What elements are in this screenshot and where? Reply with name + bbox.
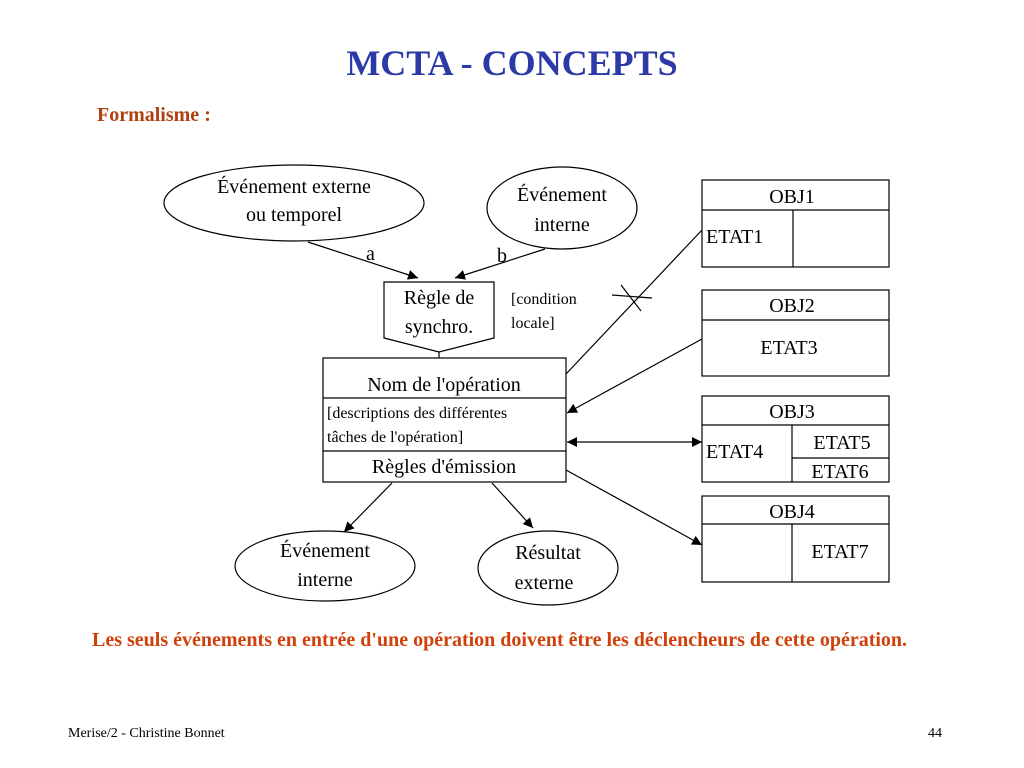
arrow-a [307,241,419,280]
arrow-to-event-internal [343,482,393,533]
event-internal-bottom-node: Événement interne [234,530,416,602]
event-external-line1: Événement externe [217,175,371,198]
arrow-to-result-external [491,482,534,529]
subtitle: Formalisme : [97,104,211,126]
obj2-box: OBJ2 ETAT3 [701,289,890,377]
obj1-name: OBJ1 [769,186,815,208]
event-external-line2: ou temporel [246,204,343,226]
obj1-box: OBJ1 ETAT1 [701,179,890,268]
result-external-line2: externe [515,572,574,594]
operation-emission: Règles d'émission [372,456,516,478]
page-number: 44 [928,726,942,741]
result-external-node: Résultat externe [477,530,619,606]
condition-line1: [condition [511,291,577,308]
sync-rule-line1: Règle de [404,287,475,309]
arrow-obj2-operation [566,338,703,414]
operation-description-line2: tâches de l'opération] [327,429,463,446]
result-external-line1: Résultat [515,542,581,564]
event-internal-top-node: Événement interne [486,166,638,250]
event-internal-top-line1: Événement [517,183,607,206]
obj3-name: OBJ3 [769,401,815,423]
event-internal-bottom-line2: interne [297,569,353,591]
operation-name: Nom de l'opération [367,374,521,396]
obj4-box: OBJ4 ETAT7 [701,495,890,583]
obj3-box: OBJ3 ETAT4 ETAT5 ETAT6 [701,395,890,483]
obj3-state1: ETAT4 [706,441,763,463]
sync-rule-node: Règle de synchro. [383,281,495,353]
operation-box: Nom de l'opération [descriptions des dif… [322,357,567,483]
condition-line2: locale] [511,315,555,332]
label-b: b [497,245,507,267]
obj3-state2: ETAT5 [813,432,870,454]
sync-rule-line2: synchro. [405,316,473,338]
slide-title: MCTA - CONCEPTS [346,43,678,83]
obj4-state1: ETAT7 [811,541,868,563]
operation-description-line1: [descriptions des différentes [327,405,507,422]
label-a: a [366,243,375,265]
arrow-b [454,248,546,280]
obj2-state1: ETAT3 [760,337,817,359]
obj2-name: OBJ2 [769,295,815,317]
event-external-node: Événement externe ou temporel [163,164,425,242]
footer-author: Merise/2 - Christine Bonnet [68,726,225,741]
obj4-name: OBJ4 [769,501,815,523]
obj1-state1: ETAT1 [706,226,763,248]
event-internal-bottom-line1: Événement [280,539,370,562]
arrow-operation-obj4 [565,469,703,546]
obj3-state3: ETAT6 [811,461,868,483]
event-internal-top-line2: interne [534,214,590,236]
note-text: Les seuls événements en entrée d'une opé… [92,629,908,651]
